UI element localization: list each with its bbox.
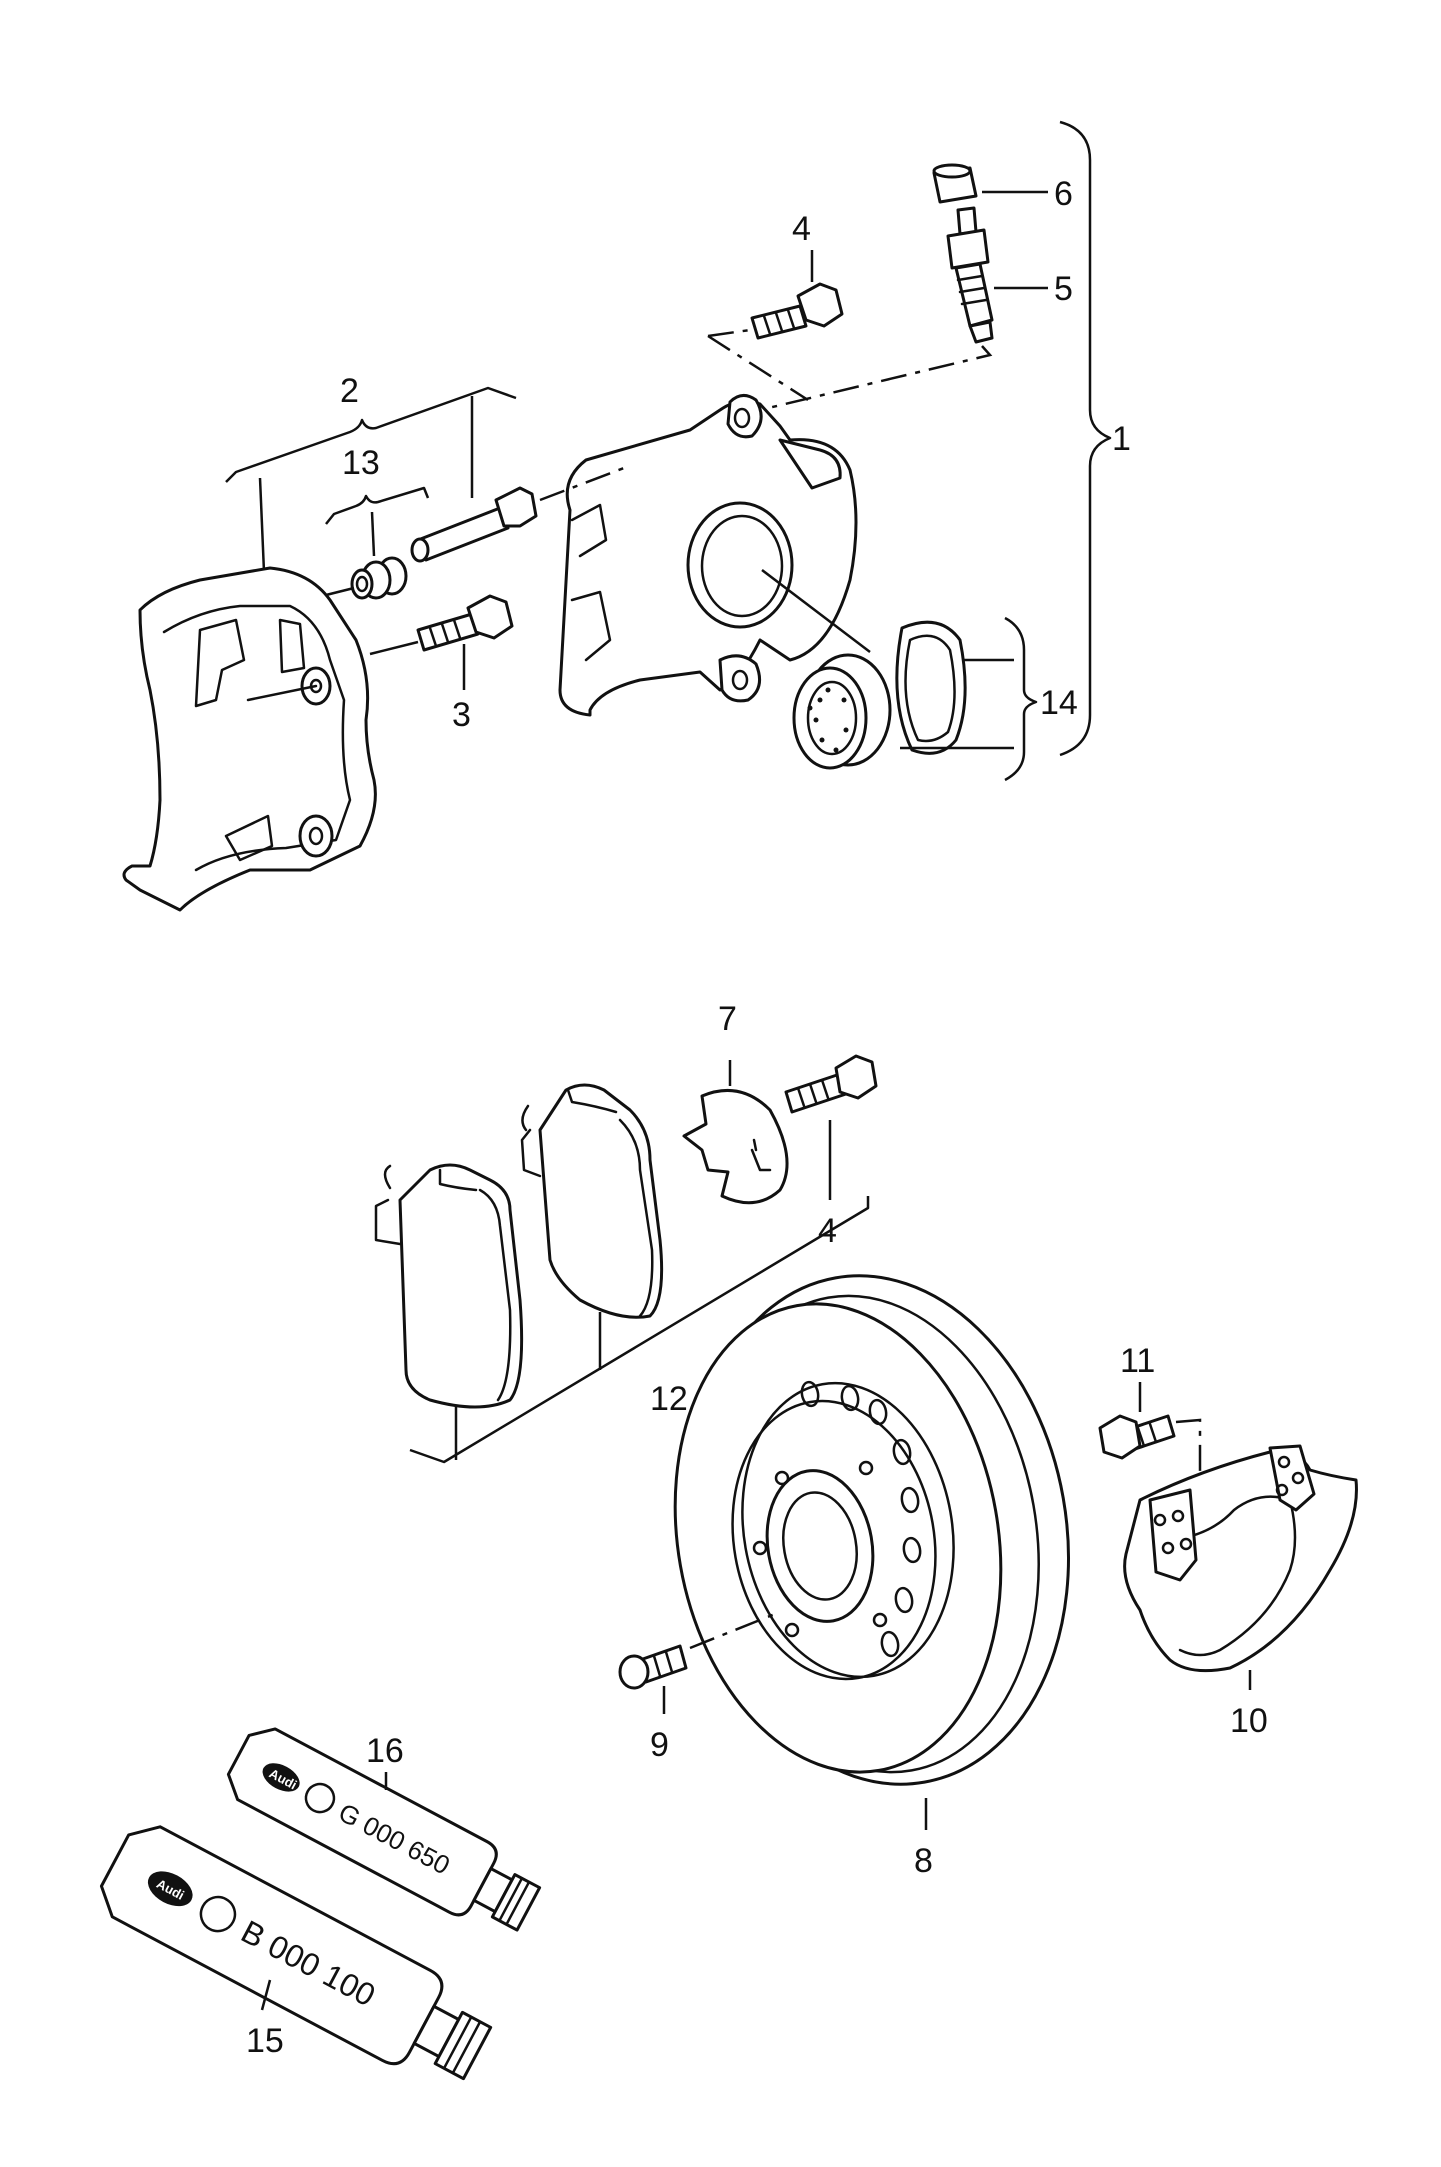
callout-14: 14 (1040, 684, 1078, 722)
brace-2 (225, 386, 517, 483)
callout-4-lower: 4 (818, 1212, 837, 1250)
caliper-housing (558, 394, 858, 717)
brace-13 (325, 486, 430, 525)
bleeder-cap-part-6 (932, 163, 978, 204)
callout-10: 10 (1230, 1702, 1268, 1740)
audi-logo-15 (147, 1871, 193, 1907)
guide-pin (410, 486, 538, 563)
bolt-part-11 (1098, 1414, 1176, 1460)
brake-pad-inner (520, 1083, 664, 1319)
splash-shield-part-10 (1123, 1444, 1358, 1673)
callout-6: 6 (1054, 175, 1073, 213)
callout-4-upper: 4 (792, 210, 811, 248)
vw-logo-16 (304, 1782, 336, 1814)
screw-part-9 (618, 1644, 688, 1690)
audi-logo-16 (262, 1763, 300, 1792)
callout-2: 2 (340, 372, 359, 410)
brake-disc-part-8 (673, 1274, 1070, 1786)
bolt-part-4-upper (750, 282, 844, 340)
callout-1: 1 (1112, 420, 1131, 458)
brace-1 (1059, 120, 1112, 757)
callout-8: 8 (914, 1842, 933, 1880)
callout-13: 13 (342, 444, 380, 482)
piston-seal-kit (792, 653, 892, 770)
bolt-part-4-lower (784, 1054, 878, 1114)
callout-11: 11 (1120, 1342, 1155, 1380)
callout-3: 3 (452, 696, 471, 734)
grease-tube-part-15: Audi B 000 100 (99, 1825, 493, 2081)
brace-14 (1004, 616, 1038, 782)
callout-5: 5 (1054, 270, 1073, 308)
callout-15: 15 (246, 2022, 284, 2060)
bolt-part-3 (416, 594, 514, 652)
callout-7: 7 (718, 1000, 737, 1038)
caliper-carrier (122, 566, 377, 912)
callout-9: 9 (650, 1726, 669, 1764)
callout-12: 12 (650, 1380, 688, 1418)
vw-logo-15 (199, 1895, 237, 1933)
seal-ring (895, 620, 967, 755)
brake-pad-outer (374, 1163, 524, 1409)
damper-plate-part-7 (682, 1088, 789, 1205)
callout-16: 16 (366, 1732, 404, 1770)
guide-pin-boot-part-13 (350, 556, 408, 600)
bleeder-valve-part-5 (946, 206, 994, 344)
